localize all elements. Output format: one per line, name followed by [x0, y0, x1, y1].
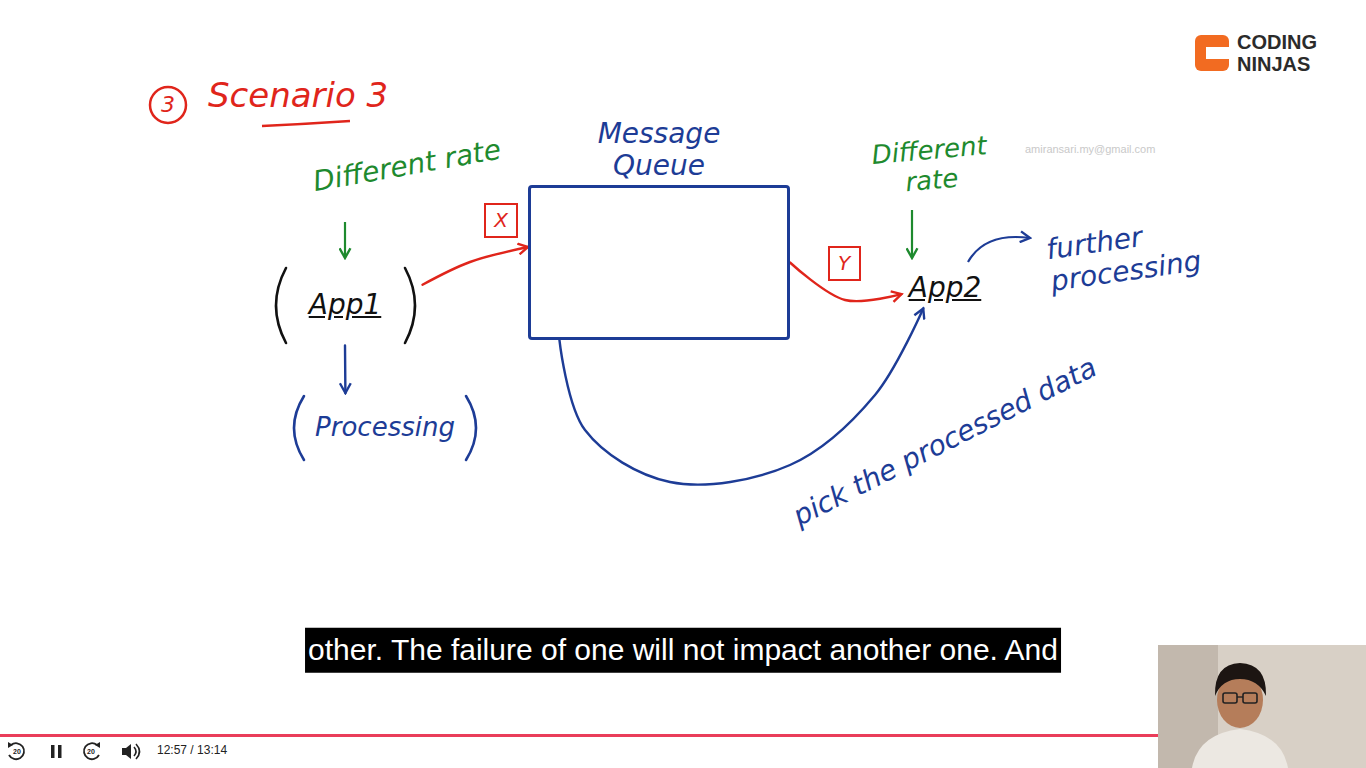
- paren-stroke: [466, 396, 476, 460]
- connector-arrow: [344, 346, 347, 394]
- person-glasses: [1223, 693, 1237, 703]
- processing-note: further processing: [1044, 210, 1226, 298]
- app-name: App2: [908, 272, 983, 304]
- rate-note: Different rate: [311, 134, 504, 199]
- webcam-thumbnail: [1158, 645, 1366, 768]
- paren-stroke: [294, 396, 304, 460]
- watermark: amiransari.my@gmail.com: [1025, 143, 1155, 156]
- person-shirt: [1192, 729, 1288, 768]
- logo-text: NINJAS: [1237, 53, 1310, 76]
- connector-arrow: [559, 309, 923, 485]
- replay-icon-head: [8, 742, 13, 748]
- paren-stroke: [276, 268, 286, 343]
- forward-icon: [84, 742, 100, 759]
- volume-wave: [136, 744, 140, 759]
- skip-seconds: 20: [87, 748, 95, 756]
- volume-icon: [122, 744, 131, 759]
- message-letter: X: [493, 209, 509, 232]
- paren-stroke: [405, 268, 415, 343]
- number-circle: [150, 87, 186, 123]
- pause-icon: [51, 745, 55, 758]
- progress-fill: [0, 734, 1337, 737]
- connector-label: pick the processed data: [786, 350, 1104, 533]
- logo-notch: [1206, 47, 1229, 59]
- message-letter: Y: [837, 252, 852, 275]
- app-node: App1: [268, 265, 423, 346]
- connector-arrow: [423, 247, 529, 285]
- processing-node: Processing: [286, 393, 484, 463]
- pause-icon: [58, 745, 62, 758]
- queue-heading: Message Queue: [572, 118, 747, 182]
- person-glasses: [1243, 693, 1257, 703]
- title-underline: [262, 121, 350, 126]
- volume-wave: [134, 747, 136, 756]
- person-glasses-bridge: [1237, 696, 1243, 697]
- rate-arrow: [344, 222, 346, 258]
- video-time: 12:57 / 13:14: [157, 744, 227, 758]
- message-box: X: [484, 203, 518, 238]
- message-box: Y: [828, 246, 861, 281]
- scenario-title: Scenario 3: [208, 76, 388, 115]
- webcam-wall: [1158, 645, 1366, 768]
- logo-icon: [1195, 35, 1229, 71]
- person-hair: [1215, 663, 1266, 696]
- app-node: App2: [902, 268, 989, 309]
- forward-icon-head: [95, 742, 100, 748]
- skip-seconds: 20: [13, 748, 21, 756]
- logo-text: CODING: [1237, 31, 1317, 54]
- rate-arrow: [911, 210, 913, 258]
- further-arrow: [968, 237, 1030, 262]
- callout-number: 3: [161, 92, 175, 117]
- message-queue-box: Message Queue: [528, 185, 790, 340]
- app-name: App1: [308, 289, 383, 321]
- processing-text: Processing: [314, 413, 456, 443]
- subtitle: other. The failure of one will not impac…: [305, 628, 1061, 673]
- rate-note: Different rate: [856, 130, 1006, 202]
